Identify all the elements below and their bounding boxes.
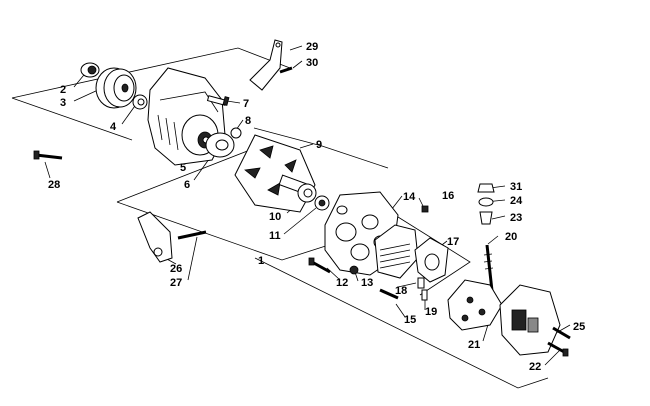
bracket-bolt [177,230,207,240]
mounting-bracket [137,211,173,263]
callout-13: 13 [361,277,373,289]
callout-15: 15 [404,314,416,326]
mounting-bolt [33,150,63,160]
callout-11: 11 [269,230,281,242]
pulley [95,67,137,109]
through-bolt [308,257,331,274]
screw-7 [206,95,230,106]
callout-31: 31 [510,181,522,193]
callout-2: 2 [60,84,66,96]
adjusting-bracket [249,39,283,91]
callout-7: 7 [243,98,249,110]
callout-3: 3 [60,97,66,109]
bearing-cover-plate [205,132,235,158]
callout-1: 1 [258,255,264,267]
callout-17: 17 [447,236,459,248]
callout-24: 24 [510,195,523,207]
washer-24 [478,197,494,207]
callout-29: 29 [306,41,318,53]
brush-holder [414,237,449,283]
brush [417,277,425,289]
callout-12: 12 [336,277,348,289]
brush-spring [421,289,428,301]
rectifier [447,279,503,331]
rotor-ring [314,195,330,211]
screw-16 [421,205,429,213]
callout-30: 30 [306,57,318,69]
callout-16: 16 [442,190,454,202]
callout-4: 4 [110,121,117,133]
callout-9: 9 [316,139,322,151]
terminal-nut [477,183,495,193]
callout-20: 20 [505,231,517,243]
callout-21: 21 [468,339,480,351]
spacer [132,94,148,110]
callout-23: 23 [510,212,522,224]
callout-10: 10 [269,211,281,223]
rotor-bearing [297,183,317,203]
callout-labels: 1 2 3 4 5 6 7 8 9 10 11 12 13 14 15 16 1… [48,41,585,373]
callout-6: 6 [184,179,190,191]
callout-26: 26 [170,263,182,275]
callout-14: 14 [403,191,416,203]
cover-screws [547,341,569,357]
callout-22: 22 [529,361,541,373]
nut-13 [349,265,359,275]
bracket-screw [279,66,293,74]
callout-27: 27 [170,277,182,289]
rear-cover [499,284,561,356]
insulator [479,211,493,225]
callout-28: 28 [48,179,60,191]
bearing [230,127,242,139]
callout-19: 19 [425,306,437,318]
callout-5: 5 [180,162,186,174]
cover-bolts [552,326,571,340]
callout-18: 18 [395,285,407,297]
pulley-nut [80,62,100,78]
callout-8: 8 [245,115,251,127]
callout-25: 25 [573,321,585,333]
screw-15 [379,288,399,300]
rotor [234,134,316,213]
